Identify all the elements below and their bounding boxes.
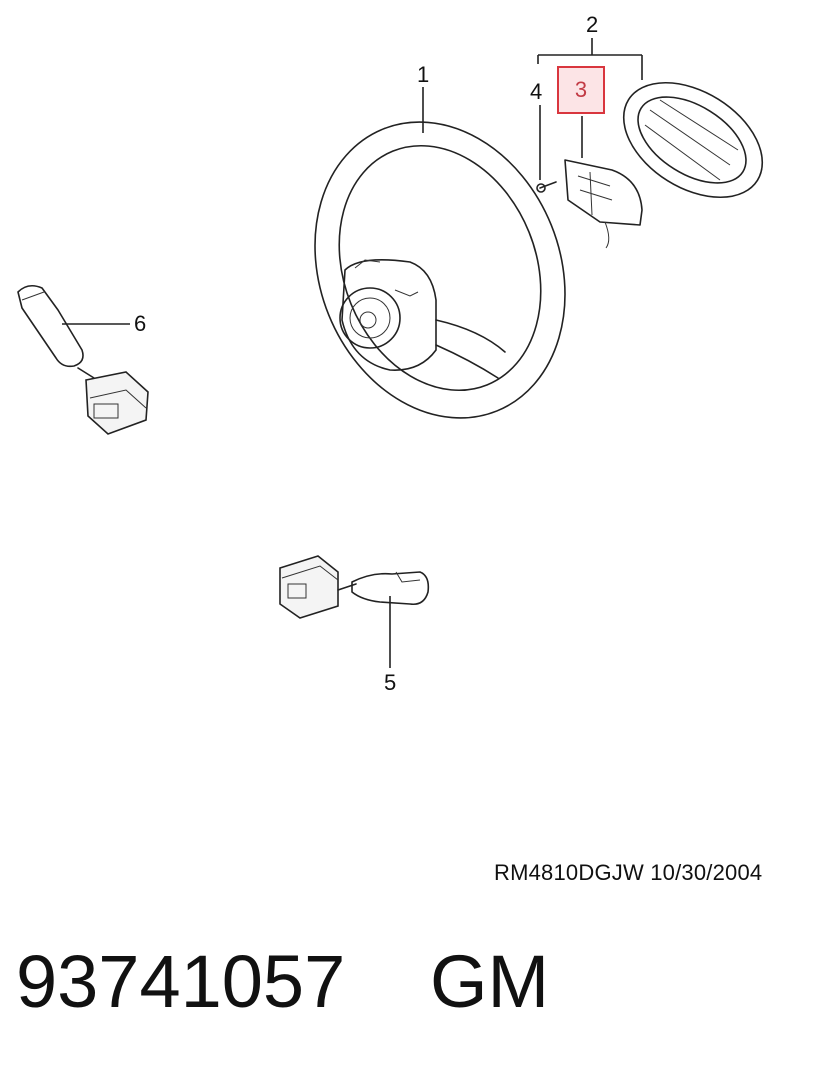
brand-name: GM <box>430 940 550 1023</box>
callout-4: 4 <box>530 79 543 104</box>
leader-lines <box>62 38 643 668</box>
steering-wheel-illustration <box>314 121 566 419</box>
callout-5: 5 <box>384 670 397 695</box>
switch-5-illustration <box>279 555 430 619</box>
callout-6: 6 <box>134 311 147 336</box>
callout-1: 1 <box>417 62 430 87</box>
callout-3-highlighted[interactable]: 3 <box>557 66 605 114</box>
callout-2: 2 <box>586 12 599 37</box>
parts-diagram <box>17 38 764 668</box>
diagram-reference-code: RM4810DGJW 10/30/2004 <box>494 860 763 885</box>
part-number: 93741057 <box>16 940 346 1023</box>
switch-6-illustration <box>17 284 149 435</box>
airbag-module-illustration <box>536 81 764 249</box>
